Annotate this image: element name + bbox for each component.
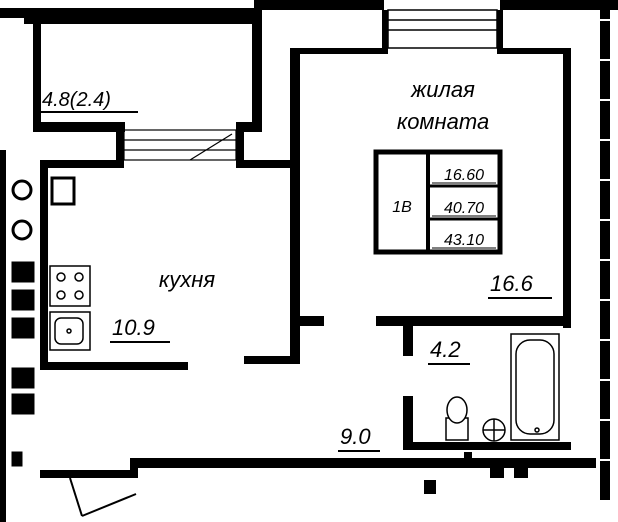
- meter-icons: [424, 452, 528, 494]
- hallway-area-label: 9.0: [340, 424, 371, 449]
- window-kitchen: [123, 129, 237, 161]
- total-with-balcony-value: 43.10: [444, 232, 484, 249]
- living-room-name-line2: комната: [397, 109, 489, 134]
- living-area-value: 16.60: [444, 167, 484, 184]
- window-living: [387, 9, 498, 49]
- kitchen-name-label: кухня: [159, 267, 215, 292]
- kitchen-fixtures: [49, 265, 91, 351]
- apartment-type-label: 1В: [392, 199, 412, 216]
- living-room-name-line1: жилая: [410, 77, 475, 102]
- kitchen-area-label: 10.9: [112, 315, 155, 340]
- toilet-icon: [445, 396, 469, 441]
- utility-icons-left: [11, 176, 76, 467]
- exterior-hatch-right: [600, 19, 610, 461]
- apartment-info-box: 1В 16.60 40.70 43.10: [373, 149, 503, 255]
- bathroom-fixtures: [445, 333, 560, 442]
- entrance-door: [69, 477, 137, 517]
- living-room-area-label: 16.6: [490, 271, 534, 296]
- bathroom-area-label: 4.2: [430, 337, 461, 362]
- total-area-value: 40.70: [444, 200, 484, 217]
- stove-icon: [49, 265, 91, 307]
- balcony-area-label: 4.8(2.4): [42, 89, 111, 111]
